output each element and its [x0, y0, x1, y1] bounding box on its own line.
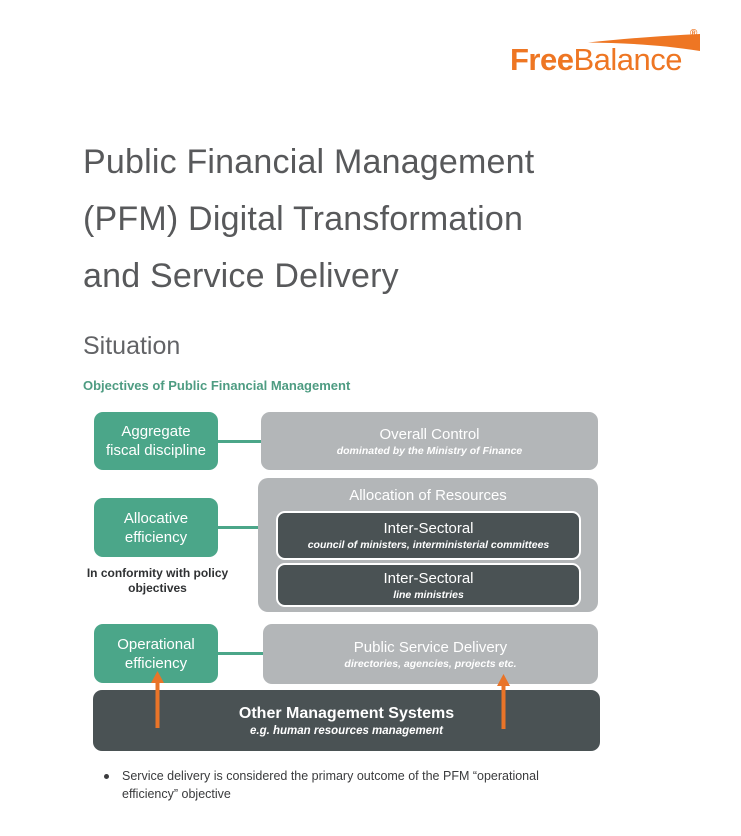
arrow-up-icon-left: [151, 671, 164, 728]
freebalance-logo: ® FreeBalance: [510, 28, 706, 80]
bullet-icon: [104, 774, 109, 779]
box-subtitle: line ministries: [393, 588, 464, 601]
box-inter-sectoral-1: Inter-Sectoral council of ministers, int…: [276, 511, 581, 560]
objective-label-line: efficiency: [124, 654, 188, 672]
figure-heading: Objectives of Public Financial Managemen…: [83, 378, 351, 393]
page-title-line-2: (PFM) Digital Transformation: [83, 200, 524, 238]
objective-label-line: fiscal discipline: [105, 442, 207, 459]
section-subtitle: Situation: [83, 332, 181, 360]
box-public-service-delivery: Public Service Delivery directories, age…: [263, 624, 598, 684]
logo-text-free: Free: [510, 42, 574, 77]
connector-row3: [218, 652, 263, 655]
box-inter-sectoral-2: Inter-Sectoral line ministries: [276, 563, 581, 607]
objective-label-line: Operational: [117, 635, 195, 653]
container-title: Allocation of Resources: [349, 487, 507, 504]
objective-label-line: Allocative: [123, 509, 189, 527]
bullet-text: Service delivery is considered the prima…: [122, 769, 539, 801]
objective-box-aggregate-fiscal-discipline: Aggregate fiscal discipline: [94, 412, 218, 470]
box-title: Inter-Sectoral: [383, 520, 474, 537]
objective-box-operational-efficiency: Operational efficiency: [94, 624, 218, 683]
objective-label-line: Aggregate: [121, 423, 191, 440]
registered-trademark-icon: ®: [690, 28, 698, 39]
note-line: In conformity with policy: [86, 566, 229, 580]
policy-conformity-note: In conformity with policy objectives: [77, 566, 238, 596]
box-other-management-systems: Other Management Systems e.g. human reso…: [93, 690, 600, 751]
page-title: Public Financial Management (PFM) Digita…: [83, 134, 534, 305]
objective-box-allocative-efficiency: Allocative efficiency: [94, 498, 218, 557]
box-subtitle: dominated by the Ministry of Finance: [336, 444, 523, 457]
logo-wordmark: FreeBalance: [510, 42, 683, 77]
connector-row2: [218, 526, 258, 529]
page-title-line-3: and Service Delivery: [83, 257, 399, 295]
box-title: Inter-Sectoral: [383, 569, 474, 587]
page-title-line-1: Public Financial Management: [83, 143, 535, 181]
logo-text-balance: Balance: [573, 42, 683, 77]
box-title: Other Management Systems: [238, 704, 455, 722]
note-line: objectives: [128, 581, 187, 595]
arrow-up-icon-right: [497, 674, 510, 729]
objective-label-line: efficiency: [124, 528, 188, 546]
box-subtitle: council of ministers, interministerial c…: [307, 539, 550, 551]
logo-swoosh-icon: [588, 34, 700, 51]
box-overall-control: Overall Control dominated by the Ministr…: [261, 412, 598, 470]
connector-row1: [218, 440, 261, 443]
box-subtitle: directories, agencies, projects etc.: [344, 657, 517, 670]
box-subtitle: e.g. human resources management: [249, 724, 443, 737]
box-title: Public Service Delivery: [353, 638, 508, 656]
box-title: Overall Control: [379, 425, 480, 443]
